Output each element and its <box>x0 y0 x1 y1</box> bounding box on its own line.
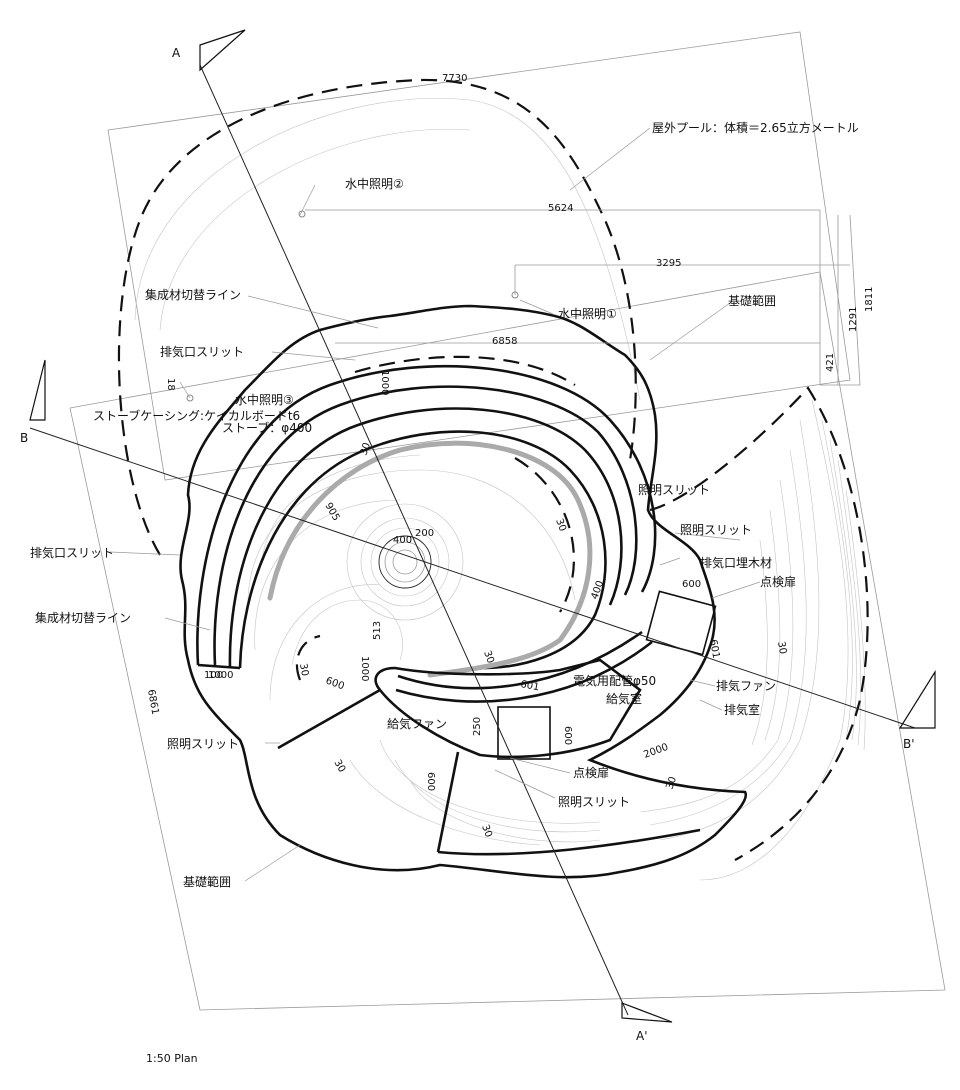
dim-1811: 1811 <box>864 287 875 312</box>
spiral-wall-end <box>197 663 241 670</box>
label-underwater-light-3: 水中照明③ <box>235 392 294 407</box>
partition-wall-left <box>277 688 381 750</box>
supply-fan-box <box>497 706 551 760</box>
dim-30-center: 30 <box>481 649 496 665</box>
underwater-light-1-point <box>511 291 519 299</box>
section-line-b <box>29 427 916 729</box>
spiral-wall-3 <box>228 407 623 669</box>
dim-6861: 6861 <box>145 689 160 716</box>
bottom-wall <box>437 828 701 856</box>
label-underwater-light-1: 水中照明① <box>558 306 617 321</box>
label-stove-casing: ストーブケーシング:ケイカルボードt6 <box>93 408 300 423</box>
pool-outline-dashed <box>117 78 637 556</box>
dim-601: 601 <box>707 639 721 660</box>
dim-5624: 5624 <box>548 203 573 214</box>
section-arrow-a-top <box>199 29 246 72</box>
label-exhaust-buried-wood: 排気口埋木材 <box>700 555 772 570</box>
inner-dashed-line-left <box>295 634 321 681</box>
spiral-wall-outer <box>196 364 657 666</box>
dim-600-bottom-right: 600 <box>562 726 573 745</box>
dim-200: 200 <box>415 528 434 539</box>
dim-1291: 1291 <box>848 307 859 332</box>
section-mark-b-right: B' <box>903 737 915 751</box>
section-arrow-b-left <box>29 359 46 421</box>
building-outline-rectangle <box>69 271 946 1011</box>
supply-room-wall <box>374 658 642 759</box>
dim-1000-center: 1000 <box>359 656 370 681</box>
dim-100: 100 <box>204 670 223 681</box>
dim-600-bottom: 600 <box>425 772 436 791</box>
label-outdoor-pool: 屋外プール：体積＝2.65立方メートル <box>652 120 859 135</box>
label-lighting-slit-right-2: 照明スリット <box>680 523 752 537</box>
dim-30-bottom: 30 <box>479 823 494 839</box>
exhaust-fan-box <box>645 590 717 656</box>
label-lighting-slit-right-1: 照明スリット <box>638 483 710 497</box>
dim-30-far: 30 <box>664 775 679 791</box>
dim-400-stove: 400 <box>393 535 412 546</box>
dim-1000-top: 1000 <box>379 370 390 395</box>
underwater-light-3-point <box>186 394 194 402</box>
dim-7730: 7730 <box>442 73 467 84</box>
label-stove: ストーブ：φ400 <box>222 420 312 435</box>
pool-tail-dashed <box>649 386 869 861</box>
dim-2000: 2000 <box>642 742 670 761</box>
dim-1000-left: 1000 <box>208 670 233 681</box>
label-electric-conduit: 電気用配管φ50 <box>573 673 656 688</box>
label-lighting-slit-left: 照明スリット <box>167 737 239 751</box>
label-lighting-slit-bottom: 照明スリット <box>558 795 630 809</box>
partition-wall-bottom <box>436 751 460 853</box>
label-foundation-range-bottom: 基礎範囲 <box>183 874 231 889</box>
dim-30-left: 30 <box>297 663 310 677</box>
section-mark-a-top: A <box>172 46 181 60</box>
dim-250: 250 <box>472 717 483 736</box>
dim-513: 513 <box>372 621 383 640</box>
label-exhaust-fan: 排気ファン <box>716 678 776 693</box>
dim-601-bottom: 601 <box>519 679 540 693</box>
dim-905: 905 <box>322 501 341 523</box>
site-outline-rectangle <box>107 31 851 481</box>
pool-contour-lines <box>134 98 866 881</box>
section-arrow-b-right <box>898 669 936 729</box>
label-inspection-door-right: 点検扉 <box>760 575 796 589</box>
label-exhaust-room: 排気室 <box>724 702 760 717</box>
dim-30-spiral: 30 <box>775 641 788 655</box>
spiral-wall-inner <box>238 430 607 670</box>
section-mark-a-bottom: A' <box>636 1029 648 1043</box>
label-exhaust-slit-top: 排気口スリット <box>160 344 244 359</box>
dimension-lines <box>305 209 861 386</box>
dim-30-lower: 30 <box>331 758 347 775</box>
label-foundation-range-top: 基礎範囲 <box>728 293 776 308</box>
inner-dashed-line-right <box>514 457 575 613</box>
label-inspection-door-bottom: 点検扉 <box>573 766 609 780</box>
inner-dashed-line-top <box>354 355 576 386</box>
section-arrow-a-bottom <box>621 1002 673 1023</box>
inner-wall-lower <box>397 630 643 690</box>
label-supply-fan: 給気ファン <box>387 716 447 731</box>
inner-wall-lower-2 <box>395 640 653 703</box>
label-glulam-switch-line-top: 集成材切替ライン <box>145 287 241 302</box>
dim-3295: 3295 <box>656 258 681 269</box>
dim-600-left: 600 <box>324 675 346 692</box>
dim-6858: 6858 <box>492 336 517 347</box>
foundation-outline <box>179 304 748 879</box>
dim-30-top: 30 <box>358 441 373 457</box>
dim-421: 421 <box>825 353 836 372</box>
section-mark-b-left: B <box>20 431 28 445</box>
label-exhaust-slit-left: 排気口スリット <box>30 545 114 560</box>
section-line-a <box>199 64 629 1016</box>
underwater-light-2-point <box>298 210 306 218</box>
leader-lines <box>109 127 761 882</box>
label-glulam-switch-line-left: 集成材切替ライン <box>35 610 131 625</box>
inner-pool-band <box>267 440 593 678</box>
spiral-wall-2 <box>213 385 638 666</box>
dim-30-right: 30 <box>553 517 568 533</box>
label-supply-room: 給気室 <box>606 691 642 706</box>
label-underwater-light-2: 水中照明② <box>345 176 404 191</box>
scale-label: 1:50 Plan <box>146 1052 198 1065</box>
dim-18: 18 <box>165 378 176 391</box>
dim-600-right: 600 <box>682 579 701 590</box>
